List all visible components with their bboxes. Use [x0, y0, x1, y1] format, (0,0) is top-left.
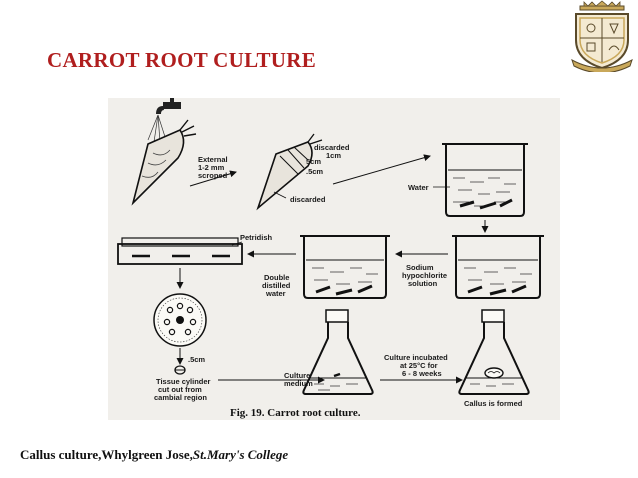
sodium-label-2: hypochlorite — [402, 271, 447, 280]
discarded-bottom-label: discarded — [290, 195, 326, 204]
tissue-label-3: cambial region — [154, 393, 207, 402]
external-label-3: scroped — [198, 171, 228, 180]
figure-caption: Fig. 19. Carrot root culture. — [230, 407, 361, 419]
flask-medium-icon — [302, 309, 374, 395]
sliced-carrot-icon — [256, 133, 323, 211]
beaker-distilled — [300, 235, 390, 299]
external-label-1: External — [198, 155, 228, 164]
double-label-3: water — [265, 289, 286, 298]
beaker-hypochlorite — [452, 235, 544, 299]
tissue-label-2: cut out from — [158, 385, 202, 394]
carrot-culture-figure: External 1-2 mm scroped discarded 1cm 5c… — [108, 98, 560, 420]
step-arrow-1 — [189, 170, 237, 187]
double-label-2: distilled — [262, 281, 291, 290]
medium-label-1: Culture — [284, 371, 310, 380]
step-arrow-2 — [332, 154, 431, 185]
sodium-label-3: solution — [408, 279, 438, 288]
external-label-2: 1-2 mm — [198, 163, 225, 172]
faucet-icon — [156, 98, 181, 114]
water-spray — [147, 114, 167, 143]
flask-callus-icon — [458, 309, 530, 395]
discarded-top-label-2: 1cm — [326, 151, 341, 160]
incubated-label-3: 6 - 8 weeks — [402, 369, 442, 378]
discarded-top-label-1: discarded — [314, 143, 350, 152]
five-cm-label: 5cm — [306, 157, 321, 166]
footer-college: St.Mary's College — [192, 447, 289, 462]
medium-label-2: medium — [284, 379, 313, 388]
petridish-icon — [117, 237, 243, 265]
carrot-disc-icon — [153, 293, 207, 347]
carrot-icon — [131, 119, 197, 206]
half-cm-label-b: .5cm — [188, 355, 205, 364]
footer-credit: Callus culture,Whylgreen Jose,St.Mary's … — [20, 447, 288, 463]
petridish-label: Petridish — [240, 233, 273, 242]
tissue-cylinder-icon — [174, 365, 186, 375]
double-label-1: Double — [264, 273, 289, 282]
incubated-label-2: at 25°C for — [400, 361, 438, 370]
water-label: Water — [408, 183, 429, 192]
callus-label: Callus is formed — [464, 399, 523, 408]
footer-author: Callus culture,Whylgreen Jose, — [20, 447, 193, 462]
incubated-label-1: Culture incubated — [384, 353, 448, 362]
half-cm-label-a: .5cm — [306, 167, 323, 176]
college-crest-icon — [570, 0, 634, 74]
tissue-label-1: Tissue cylinder — [156, 377, 211, 386]
slide-title: CARROT ROOT CULTURE — [47, 48, 317, 72]
beaker-water — [442, 143, 528, 217]
sodium-label-1: Sodium — [406, 263, 434, 272]
